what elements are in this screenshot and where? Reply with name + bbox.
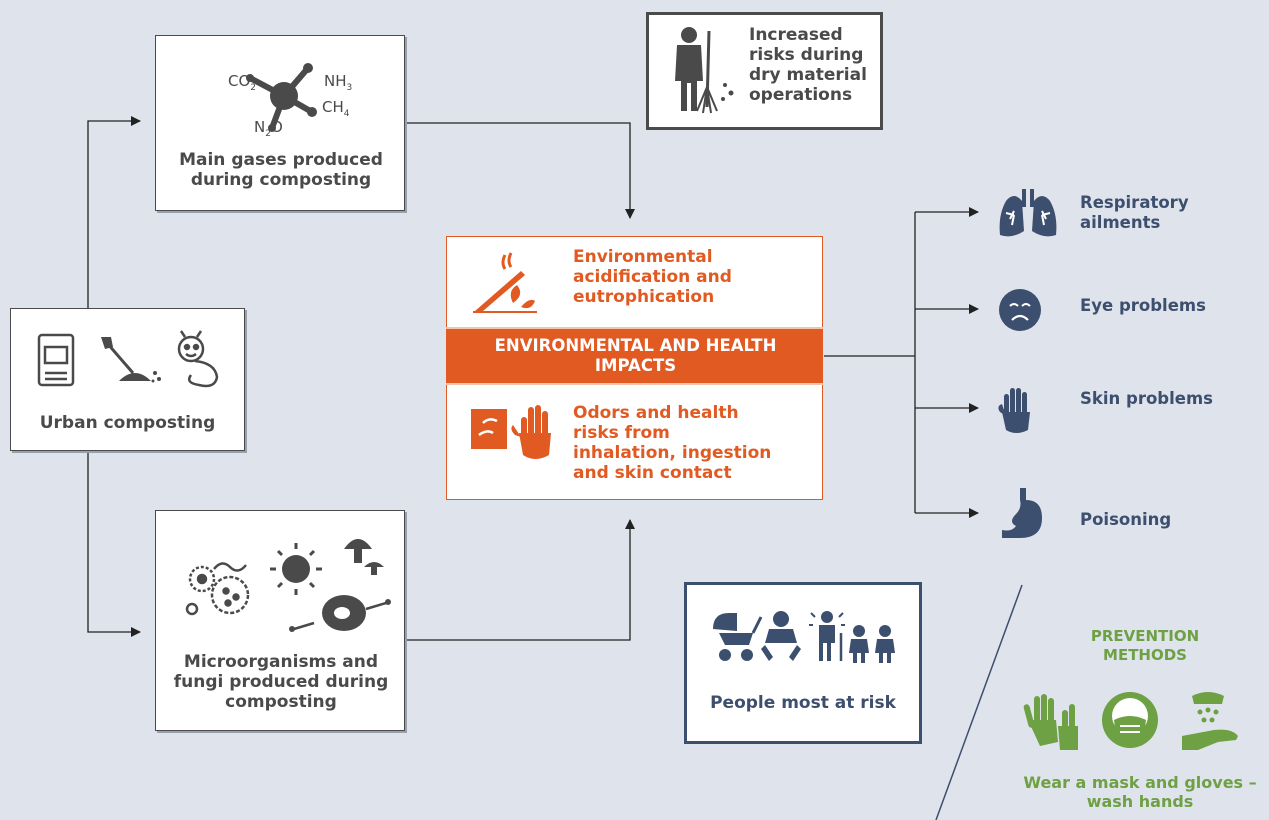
stroller-icon <box>713 613 763 661</box>
environmental-impact-label: Environmental acidification and eutrophi… <box>573 247 732 307</box>
hand-icon <box>998 388 1030 433</box>
co2-label: CO2 <box>228 72 257 93</box>
mushroom-icon <box>344 539 384 575</box>
virus-icon <box>270 543 322 595</box>
baby-icon <box>761 611 801 661</box>
impacts-title-bar <box>446 327 823 385</box>
prevention-title: PREVENTION METHODS <box>1090 627 1200 664</box>
lungs-icon <box>999 189 1057 237</box>
acidification-icon <box>473 252 537 313</box>
microorganisms-box: Microorganisms and fungi produced during… <box>155 510 405 731</box>
composting-icons <box>37 330 219 388</box>
shovel-icon <box>101 337 161 383</box>
sweeping-person-icon <box>675 27 734 114</box>
health-risk-label: Odors and health risks from inhalation, … <box>573 403 772 483</box>
hand-washing-icon <box>1182 692 1238 750</box>
effect-poisoning-label: Poisoning <box>1080 510 1172 529</box>
molecule-icon <box>246 63 317 132</box>
impacts-title: ENVIRONMENTAL AND HEALTH IMPACTS <box>494 336 777 375</box>
elderly-icon <box>809 611 845 661</box>
separator-line <box>935 584 1023 820</box>
dry-operations-label: Increased risks during dry material oper… <box>749 25 867 105</box>
effect-respiratory-label: Respiratory ailments <box>1080 193 1189 232</box>
dry-operations-box: Increased risks during dry material oper… <box>646 12 883 130</box>
stomach-icon <box>1002 488 1042 538</box>
gases-label: Main gases produced during composting <box>179 150 383 190</box>
mask-icon <box>1102 692 1158 748</box>
prevention-label: Wear a mask and gloves – wash hands <box>1023 773 1257 811</box>
people-at-risk-box: People most at risk <box>684 582 922 744</box>
n2o-label: N2O <box>254 118 283 139</box>
children-icon <box>849 625 895 663</box>
hand-icon <box>511 405 551 459</box>
bacteria-icon <box>289 595 391 632</box>
health-risk-icons <box>471 405 551 459</box>
microorganisms-label: Microorganisms and fungi produced during… <box>173 652 389 712</box>
urban-composting-label: Urban composting <box>39 413 216 433</box>
sad-face-icon <box>999 289 1041 331</box>
urban-composting-box: Urban composting <box>10 308 245 451</box>
effect-eye-label: Eye problems <box>1080 296 1206 315</box>
impacts-box: Environmental acidification and eutrophi… <box>446 236 823 500</box>
nh3-label: NH3 <box>324 72 353 93</box>
gases-box: CO2 NH3 CH4 N2O Main gases produced duri… <box>155 35 405 211</box>
compost-bin-icon <box>37 333 75 387</box>
prevention-icons <box>1023 692 1238 750</box>
effect-skin-label: Skin problems <box>1080 389 1213 408</box>
people-at-risk-icons <box>713 611 895 663</box>
people-at-risk-label: People most at risk <box>710 693 896 713</box>
ch4-label: CH4 <box>322 98 350 119</box>
worm-icon <box>177 330 219 388</box>
nose-icon <box>471 409 507 449</box>
microbe-icons <box>185 539 391 632</box>
gloves-icon <box>1023 694 1078 750</box>
